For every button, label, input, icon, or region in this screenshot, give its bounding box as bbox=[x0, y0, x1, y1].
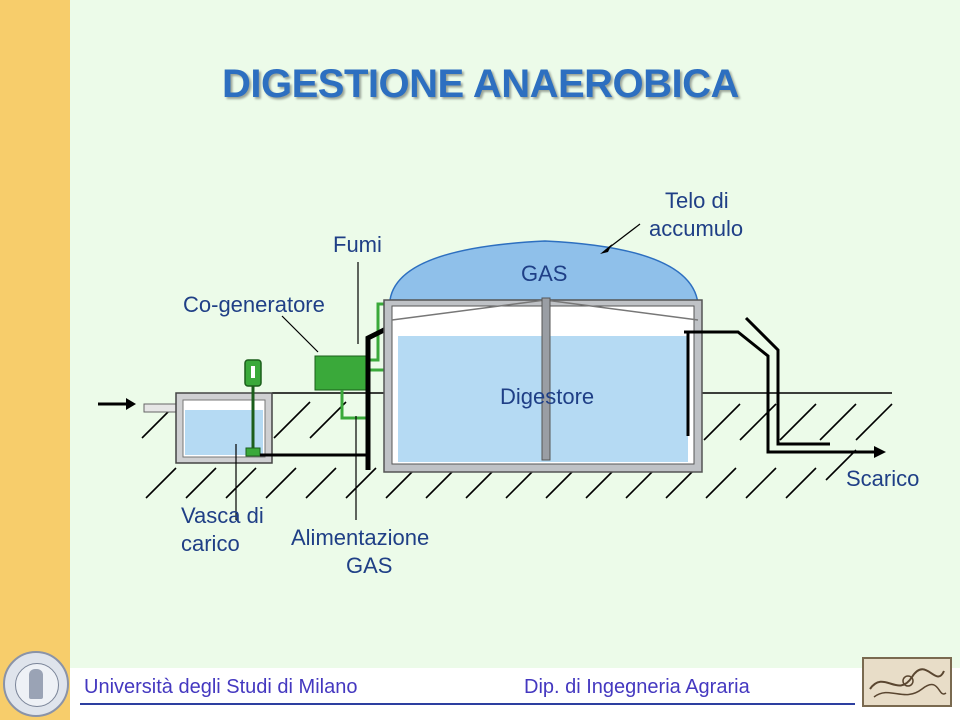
loading-tank bbox=[175, 392, 273, 464]
footer-divider bbox=[80, 703, 855, 705]
label-vasca-line1: Vasca di bbox=[181, 503, 264, 528]
label-cogenerator: Co-generatore bbox=[183, 292, 325, 317]
label-vasca-line2: carico bbox=[181, 531, 240, 556]
footer-department: Dip. di Ingegneria Agraria bbox=[524, 676, 750, 698]
label-digestore: Digestore bbox=[500, 384, 595, 409]
outlet-arrow-icon bbox=[830, 446, 886, 458]
label-alimentazione-line2: GAS bbox=[346, 553, 393, 578]
gas-storage-dome bbox=[389, 240, 699, 305]
label-telo-line1: Telo di bbox=[665, 188, 729, 213]
inlet-pipe bbox=[143, 403, 181, 413]
ground-hatching bbox=[141, 401, 893, 499]
university-seal-icon bbox=[3, 651, 69, 717]
label-gas: GAS bbox=[521, 261, 568, 286]
inlet-arrow-icon bbox=[98, 398, 136, 410]
label-telo-line2: accumulo bbox=[649, 216, 744, 241]
pump-icon bbox=[244, 359, 262, 457]
digester-tank bbox=[383, 297, 703, 473]
left-decorative-band bbox=[0, 0, 70, 720]
outlet-pipe bbox=[684, 330, 830, 454]
label-fumi: Fumi bbox=[333, 232, 382, 257]
label-leader-lines bbox=[235, 223, 641, 520]
department-logo-icon bbox=[862, 657, 952, 707]
cogenerator-icon bbox=[314, 302, 408, 420]
footer-university: Università degli Studi di Milano bbox=[84, 676, 358, 698]
label-scarico: Scarico bbox=[846, 466, 920, 491]
label-alimentazione-line1: Alimentazione bbox=[291, 525, 430, 550]
footer bbox=[70, 668, 960, 720]
page-title: DIGESTIONE ANAEROBICA bbox=[222, 62, 739, 106]
